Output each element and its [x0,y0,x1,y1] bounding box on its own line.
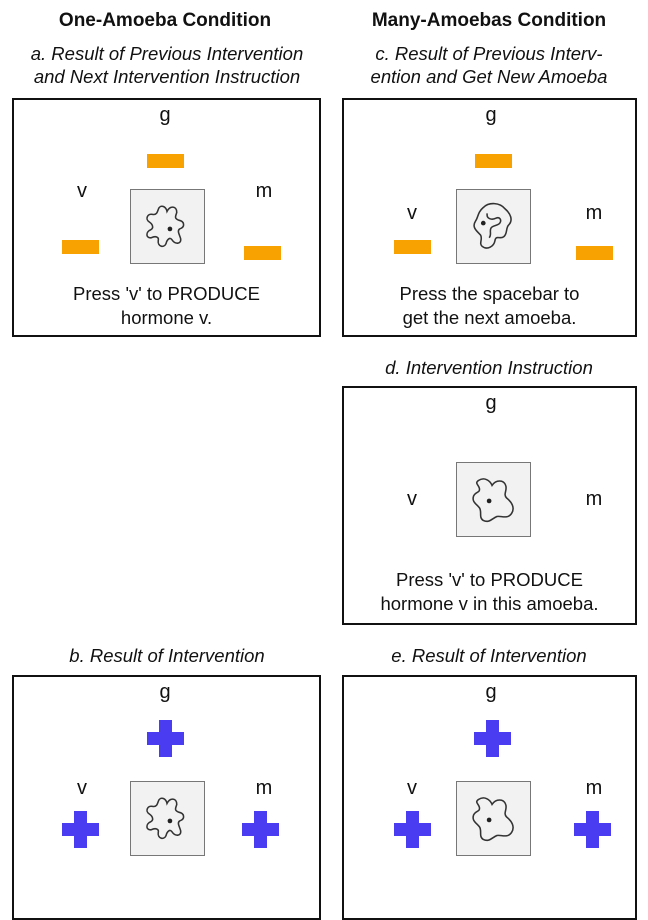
panel-a-instruction-line1: Press 'v' to PRODUCE [73,283,260,304]
amoeba-icon [473,202,512,249]
panel-b: g v m [12,675,321,920]
panel-d-caption: d. Intervention Instruction [385,357,593,378]
amoeba-icon [146,797,185,840]
v-decrease-indicator [62,240,99,254]
m-decrease-indicator [244,246,281,260]
panel-a-instruction: Press 'v' to PRODUCE hormone v. [14,282,319,330]
g-increase-plus-icon [474,720,511,757]
hormone-m-label: m [585,488,603,510]
panel-e-caption: e. Result of Intervention [391,645,587,666]
m-decrease-indicator [576,246,613,260]
panel-c-instruction-line2: get the next amoeba. [402,307,577,328]
hormone-v-label: v [77,777,87,799]
panel-b-caption: b. Result of Intervention [69,645,265,666]
hormone-v-label: v [407,777,417,799]
panel-c-caption-line1: c. Result of Previous Interv- [375,43,603,64]
amoeba-icon [472,797,514,842]
hormone-m-label: m [255,180,273,202]
hormone-m-label: m [255,777,273,799]
v-decrease-indicator [394,240,431,254]
panel-a-instruction-line2: hormone v. [120,307,213,328]
hormone-g-label: g [485,104,497,126]
panel-a-caption: a. Result of Previous Intervention and N… [0,42,334,88]
g-decrease-indicator [147,154,184,168]
panel-c-instruction-line1: Press the spacebar to [399,283,580,304]
v-increase-plus-icon [62,811,99,848]
g-decrease-indicator [475,154,512,168]
panel-c-instruction: Press the spacebar to get the next amoeb… [344,282,635,330]
v-increase-plus-icon [394,811,431,848]
m-increase-plus-icon [574,811,611,848]
panel-d-instruction: Press 'v' to PRODUCE hormone v in this a… [344,568,635,616]
panel-c: g v m Press the spacebar to get the next… [342,98,637,337]
hormone-g-label: g [485,681,497,703]
amoeba-image [456,462,531,537]
g-increase-plus-icon [147,720,184,757]
hormone-v-label: v [77,180,87,202]
amoeba-image [130,781,205,856]
panel-a-caption-line2: and Next Intervention Instruction [33,66,301,87]
right-column-title: Many-Amoebas Condition [371,10,607,31]
panel-c-caption: c. Result of Previous Interv- ention and… [330,42,648,88]
hormone-g-label: g [159,681,171,703]
hormone-v-label: v [407,202,417,224]
panel-a: g v m Press 'v' to PRODUCE hormone v. [12,98,321,337]
hormone-m-label: m [585,202,603,224]
panel-d: g v m Press 'v' to PRODUCE hormone v in … [342,386,637,625]
panel-e: g v m [342,675,637,920]
hormone-v-label: v [407,488,417,510]
left-column-title: One-Amoeba Condition [58,10,272,31]
hormone-m-label: m [585,777,603,799]
amoeba-icon [146,205,185,248]
panel-c-caption-line2: ention and Get New Amoeba [370,66,608,87]
panel-d-instruction-line2: hormone v in this amoeba. [380,593,599,614]
amoeba-image [456,781,531,856]
amoeba-image [456,189,531,264]
panel-d-instruction-line1: Press 'v' to PRODUCE [396,569,583,590]
panel-a-caption-line1: a. Result of Previous Intervention [30,43,304,64]
hormone-g-label: g [485,392,497,414]
m-increase-plus-icon [242,811,279,848]
amoeba-icon [472,478,514,523]
amoeba-image [130,189,205,264]
hormone-g-label: g [159,104,171,126]
